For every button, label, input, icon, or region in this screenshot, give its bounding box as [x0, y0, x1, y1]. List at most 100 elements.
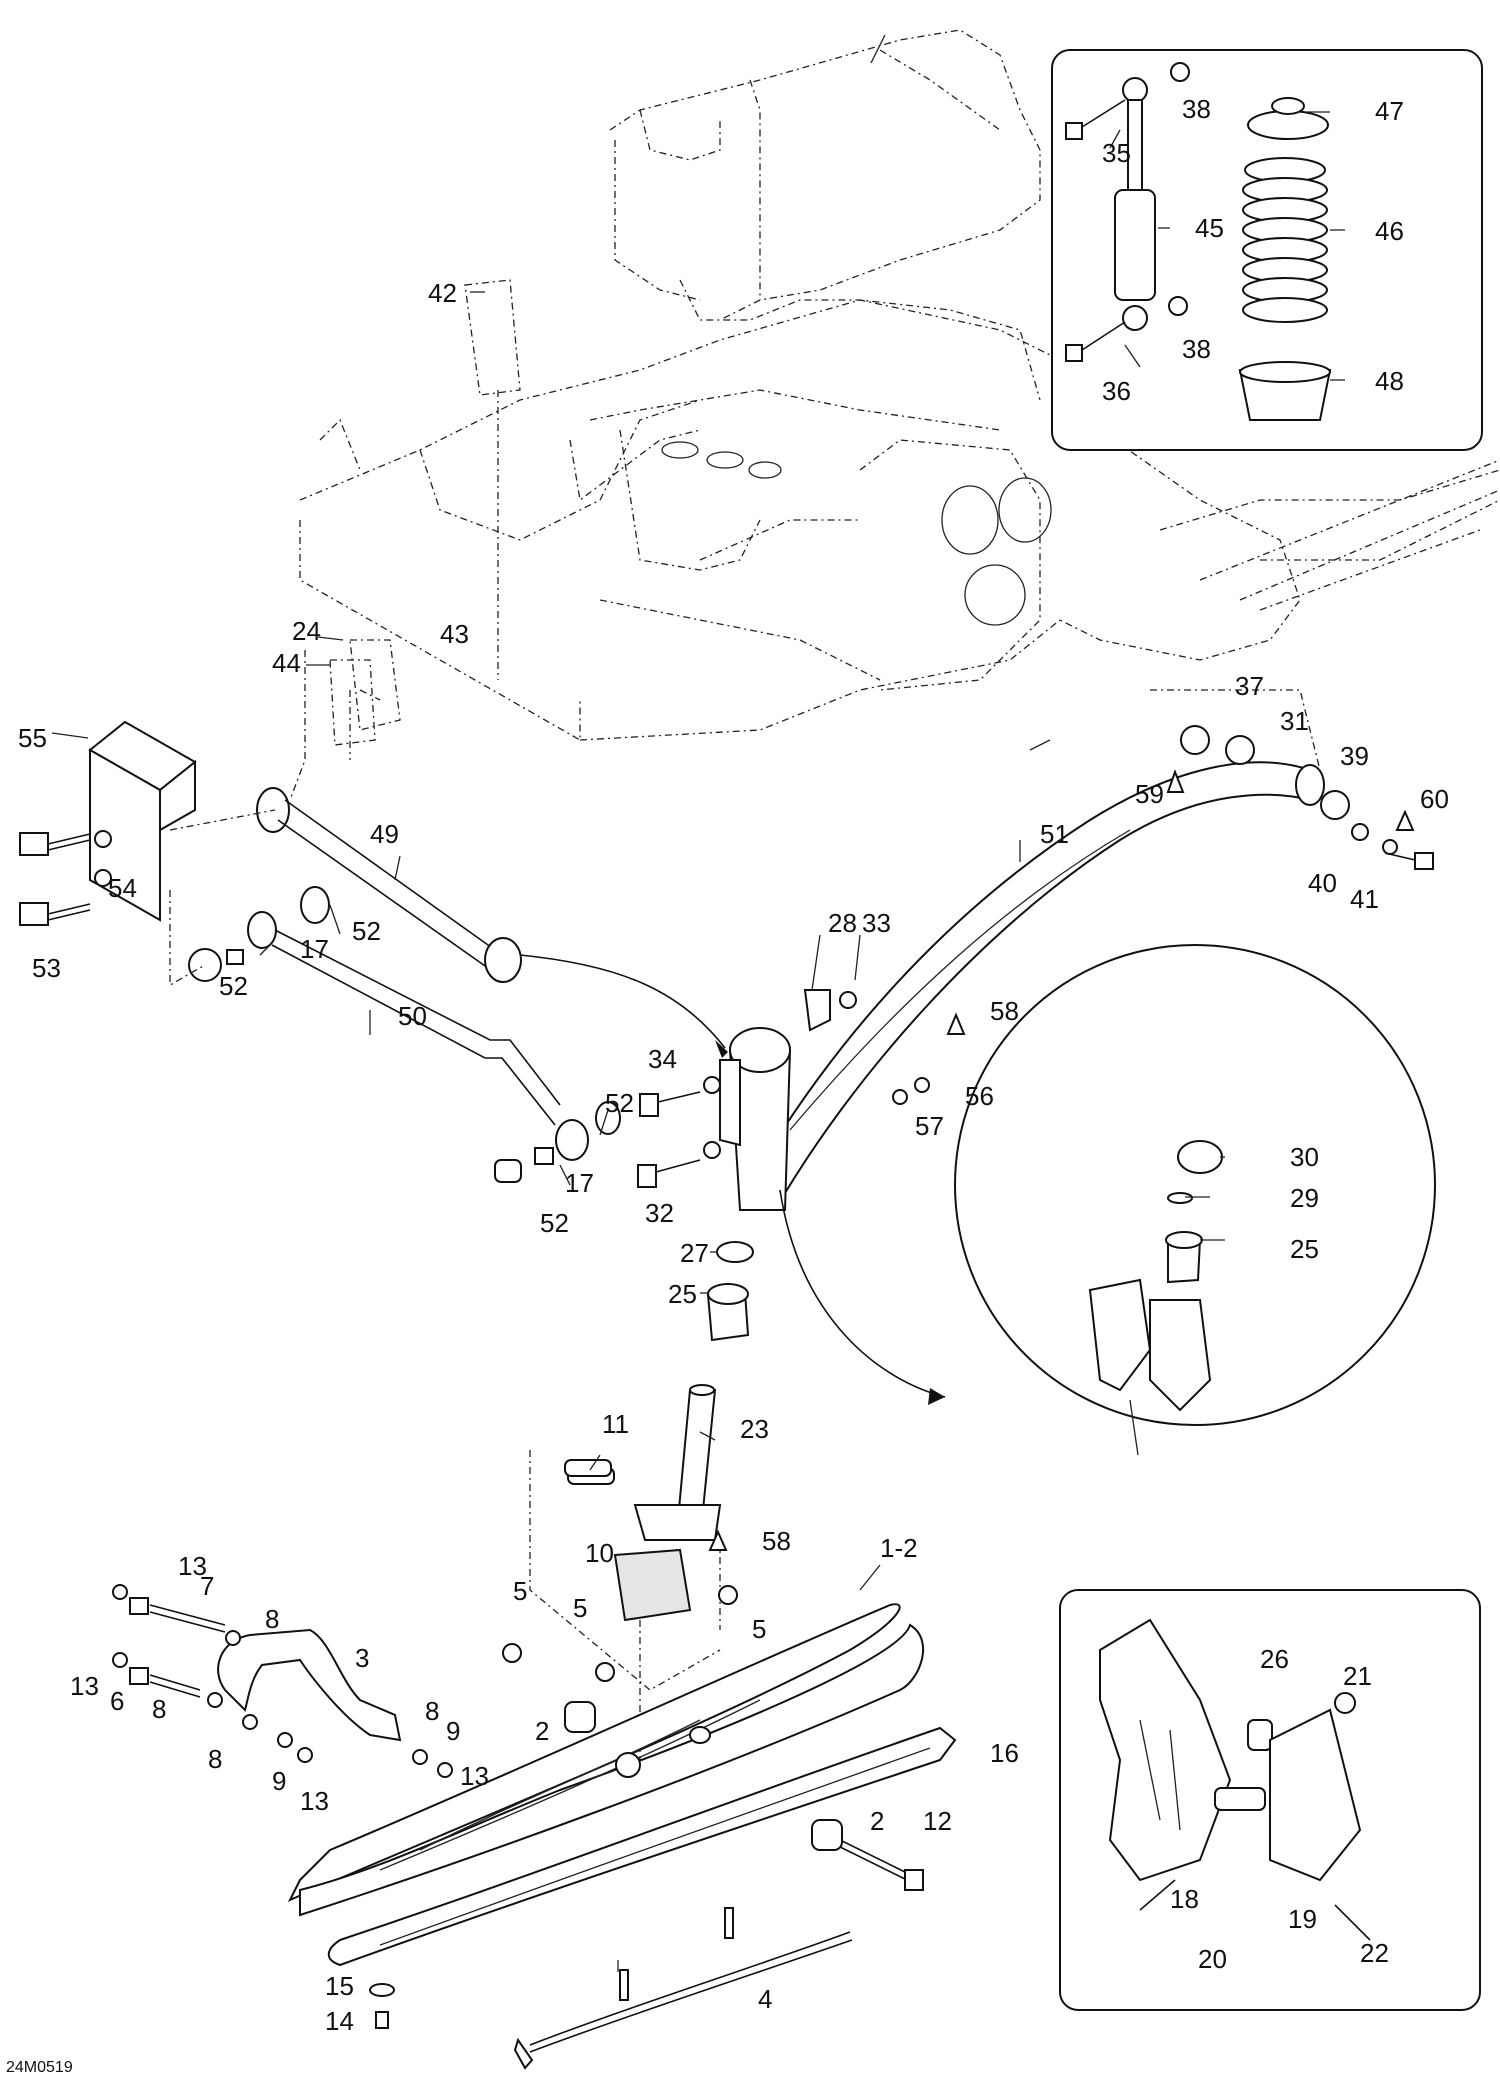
callout-34: 34: [648, 1044, 677, 1074]
callout-32: 32: [645, 1198, 674, 1228]
callout-leaders: [51, 34, 1345, 1591]
bolts-32-34: [637, 991, 930, 1188]
callout-52: 52: [352, 916, 381, 946]
callout-38: 38: [1182, 94, 1211, 124]
bushings-25-27: [706, 1241, 754, 1342]
callout-5: 5: [513, 1576, 527, 1606]
callout-31: 31: [1280, 706, 1309, 736]
callout-2-2: 2: [870, 1806, 884, 1836]
callout-17: 17: [300, 934, 329, 964]
callout-44: 44: [272, 648, 301, 678]
callout-52-4: 52: [540, 1208, 569, 1238]
callout-8-3: 8: [208, 1744, 222, 1774]
leader-arrow-2: [519, 954, 726, 1049]
bracket-42: [464, 279, 521, 680]
callout-39: 39: [1340, 741, 1369, 771]
callout-23: 23: [740, 1414, 769, 1444]
callout-25: 25: [668, 1279, 697, 1309]
runner-4: [513, 1907, 853, 2070]
leader-arrow: [779, 1189, 946, 1398]
runner-16: [327, 1726, 957, 1967]
callout-9: 9: [272, 1766, 286, 1796]
arm-50: [188, 886, 621, 1183]
rod-49: [256, 787, 522, 983]
callout-45: 45: [1195, 213, 1224, 243]
callout-11: 11: [602, 1409, 629, 1439]
callout-10: 10: [585, 1538, 614, 1568]
callout-54: 54: [108, 873, 137, 903]
callout-48: 48: [1375, 366, 1404, 396]
callout-52-3: 52: [605, 1088, 634, 1118]
callout-53: 53: [32, 953, 61, 983]
plate-55: [88, 720, 197, 922]
callout-35: 35: [1102, 138, 1131, 168]
callout-20: 20: [1198, 1944, 1227, 1974]
callout-14: 14: [325, 2006, 354, 2036]
callout-8: 8: [265, 1604, 279, 1634]
callout-3: 3: [355, 1643, 369, 1673]
callout-24: 24: [292, 616, 321, 646]
callout-13-2: 13: [70, 1671, 99, 1701]
callout-25-2: 25: [1290, 1234, 1319, 1264]
callout-2: 2: [535, 1716, 549, 1746]
callout-4: 4: [758, 1984, 772, 2014]
callout-8-4: 8: [425, 1696, 439, 1726]
callout-41: 41: [1350, 884, 1379, 914]
bolts-53-54: [19, 830, 112, 926]
inset-shock: [1051, 49, 1483, 451]
arrow-head: [928, 1388, 945, 1405]
callout-6: 6: [110, 1686, 124, 1716]
callout-5-2: 5: [573, 1593, 587, 1623]
callout-42: 42: [428, 278, 457, 308]
assembly-lines: [169, 650, 1321, 1760]
bracket-24-44: [329, 639, 401, 746]
callout-12: 12: [923, 1806, 952, 1836]
callout-19: 19: [1288, 1904, 1317, 1934]
bolt-12: [811, 1819, 924, 1891]
handle-3: [112, 1459, 612, 1778]
callout-58: 58: [990, 996, 1019, 1026]
callout-33: 33: [862, 908, 891, 938]
callout-27: 27: [680, 1238, 709, 1268]
arrow-head-2: [715, 1040, 728, 1058]
callout-47: 47: [1375, 96, 1404, 126]
callout-56: 56: [965, 1081, 994, 1111]
callout-52-2: 52: [219, 971, 248, 1001]
callout-9-2: 9: [446, 1716, 460, 1746]
spindle-23: [567, 1384, 722, 1541]
chassis-frame: [299, 29, 1500, 760]
callout-1-2: 1-2: [880, 1533, 918, 1563]
callout-55: 55: [18, 723, 47, 753]
callout-38-2: 38: [1182, 334, 1211, 364]
spring-46: [1242, 157, 1328, 323]
ski-1-2: [287, 1603, 925, 1917]
callout-7: 7: [200, 1571, 214, 1601]
inset-bushing: [954, 944, 1436, 1456]
callout-58-2: 58: [762, 1526, 791, 1556]
callout-51: 51: [1040, 819, 1069, 849]
callout-28: 28: [828, 908, 857, 938]
callout-8-2: 8: [152, 1694, 166, 1724]
callout-30: 30: [1290, 1142, 1319, 1172]
callout-18: 18: [1170, 1884, 1199, 1914]
drawing-code: 24M0519: [6, 2059, 73, 2076]
callout-43: 43: [440, 619, 469, 649]
callout-5-3: 5: [752, 1614, 766, 1644]
callout-37: 37: [1235, 671, 1264, 701]
callout-36: 36: [1102, 376, 1131, 406]
screws-14-15: [369, 1983, 395, 2029]
block-10: [613, 1548, 692, 1622]
callout-50: 50: [398, 1001, 427, 1031]
callout-13-3: 13: [300, 1786, 329, 1816]
callout-labels: 1-22234555678888991011121313131314151617…: [18, 94, 1449, 2036]
grease-fittings: [708, 725, 1434, 1551]
callout-40: 40: [1308, 868, 1337, 898]
inset-pivot: [1059, 1589, 1481, 2011]
callout-46: 46: [1375, 216, 1404, 246]
callout-17-2: 17: [565, 1168, 594, 1198]
callout-26: 26: [1260, 1644, 1289, 1674]
callout-57: 57: [915, 1111, 944, 1141]
callout-16: 16: [990, 1738, 1019, 1768]
arm-51: [738, 761, 1325, 1212]
